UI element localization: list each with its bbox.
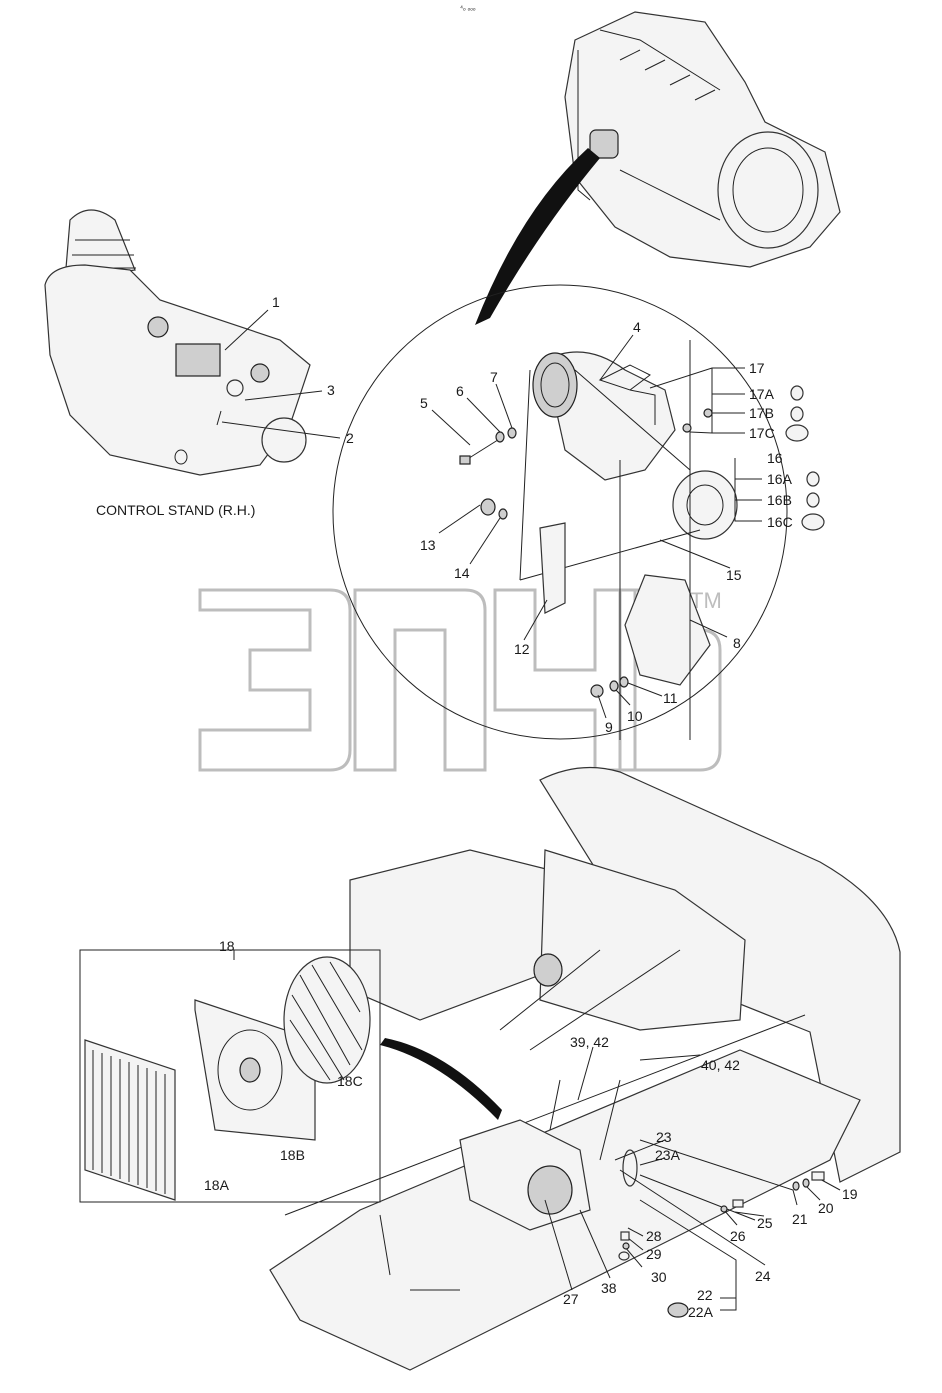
engine-drawing — [564, 11, 841, 268]
top-mark: ⁴ₒ ₒₒₒ — [460, 5, 476, 12]
zoom-wedge — [475, 148, 600, 325]
callout-40-42: 40, 42 — [701, 1057, 740, 1073]
callout-5: 5 — [420, 395, 428, 411]
callout-4: 4 — [633, 319, 641, 335]
callout-21: 21 — [792, 1211, 808, 1227]
callout-28: 28 — [646, 1228, 662, 1244]
inset-box-18 — [79, 949, 381, 1203]
detail-circle — [332, 284, 788, 740]
callout-24: 24 — [755, 1268, 771, 1284]
callout-23: 23 — [656, 1129, 672, 1145]
inset-wedge — [380, 1038, 502, 1120]
callout-27: 27 — [563, 1291, 579, 1307]
callout-23a: 23A — [655, 1147, 681, 1163]
callout-16a: 16A — [767, 471, 793, 487]
control-stand-caption: CONTROL STAND (R.H.) — [96, 502, 255, 518]
callout-14: 14 — [454, 565, 470, 581]
leader-lines — [221, 309, 841, 1311]
callout-19: 19 — [842, 1186, 858, 1202]
callout-17: 17 — [749, 360, 765, 376]
compressor-drawing — [519, 340, 738, 740]
bracket-16 — [734, 458, 762, 522]
lower-fasteners — [618, 1171, 825, 1318]
callout-16b: 16B — [767, 492, 792, 508]
callout-18b: 18B — [280, 1147, 305, 1163]
callout-8: 8 — [733, 635, 741, 651]
callout-17a: 17A — [749, 386, 775, 402]
callout-labels: 1 2 3 4 5 6 7 8 9 10 11 12 13 14 15 16 1… — [96, 294, 858, 1320]
callout-25: 25 — [757, 1215, 773, 1231]
control-stand-drawing — [44, 209, 311, 476]
callout-13: 13 — [420, 537, 436, 553]
radiator-group — [84, 956, 371, 1201]
callout-18c: 18C — [337, 1073, 363, 1089]
machine-frame-drawing — [269, 766, 901, 1371]
callout-22: 22 — [697, 1287, 713, 1303]
callout-18a: 18A — [204, 1177, 230, 1193]
callout-17c: 17C — [749, 425, 775, 441]
callout-11: 11 — [663, 690, 678, 706]
callout-12: 12 — [514, 641, 530, 657]
callout-22a: 22A — [688, 1304, 714, 1320]
callout-30: 30 — [651, 1269, 667, 1285]
callout-38: 38 — [601, 1280, 617, 1296]
callout-6: 6 — [456, 383, 464, 399]
callout-26: 26 — [730, 1228, 746, 1244]
callout-15: 15 — [726, 567, 742, 583]
fasteners — [459, 385, 825, 698]
callout-17b: 17B — [749, 405, 774, 421]
callout-2: 2 — [346, 430, 354, 446]
callout-20: 20 — [818, 1200, 834, 1216]
callout-29: 29 — [646, 1246, 662, 1262]
callout-10: 10 — [627, 708, 643, 724]
callout-7: 7 — [490, 369, 498, 385]
callout-18: 18 — [219, 938, 235, 954]
callout-16: 16 — [767, 450, 783, 466]
callout-1: 1 — [272, 294, 280, 310]
callout-3: 3 — [327, 382, 335, 398]
callout-16c: 16C — [767, 514, 793, 530]
callout-9: 9 — [605, 719, 613, 735]
callout-39-42: 39, 42 — [570, 1034, 609, 1050]
bracket-17 — [649, 367, 745, 434]
